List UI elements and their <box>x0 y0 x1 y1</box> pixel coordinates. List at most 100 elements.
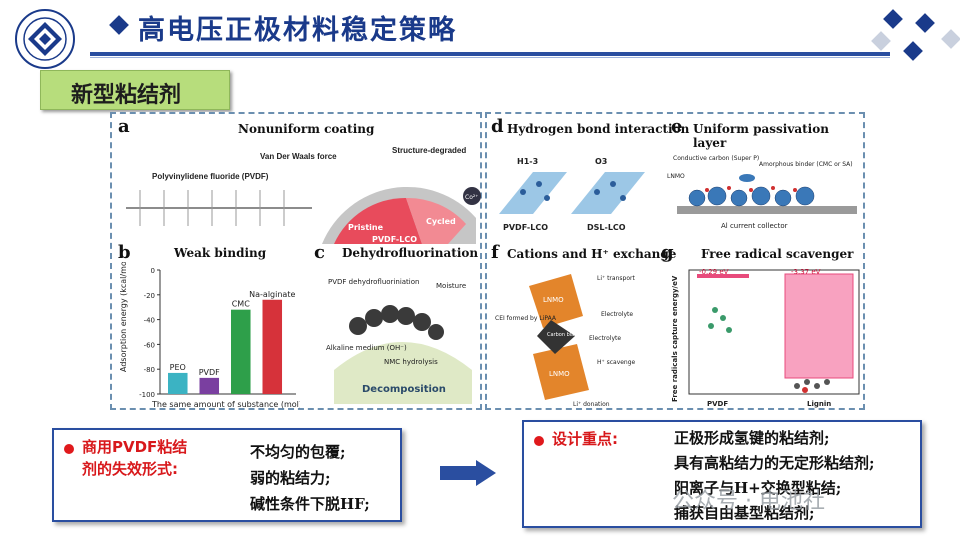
pvdf-coating-diagram: Pristine Cycled PVDF-LCO Co²⁺ <box>126 186 481 244</box>
watermark-text: 公众号 · 电池社 <box>672 489 825 514</box>
bullet-dot-icon <box>534 436 544 446</box>
subfig-g-label: g <box>661 242 674 263</box>
subfig-d-title: Hydrogen bond interaction <box>507 122 690 136</box>
e-lnmo: LNMO <box>667 173 685 180</box>
f-cei: CEI formed by LiPAA <box>495 315 557 322</box>
design-item: 具有高粘结力的无定形粘结剂; <box>674 454 875 472</box>
bar-peo <box>168 372 188 394</box>
c-text-5: Decomposition <box>362 384 446 395</box>
section-tab: 新型粘结剂 <box>40 70 230 110</box>
y-tick-label: -100 <box>139 391 155 399</box>
decor-diamond-icon <box>903 41 923 61</box>
f-carbon: Carbon black (CB) <box>547 332 592 338</box>
failure-heading-line1: 商用PVDF粘结 <box>82 438 188 456</box>
y-tick-label: -80 <box>144 366 155 374</box>
y-tick-label: -40 <box>144 317 155 325</box>
subfig-a-title: Nonuniform coating <box>238 122 375 136</box>
g-v1: -0.29 eV <box>699 268 729 276</box>
hydrogen-bond-diagram: H1-3 O3 PVDF-LCO DSL-LCO <box>499 157 645 232</box>
failure-item: 不均匀的包覆; <box>250 443 346 461</box>
f-ld: Li⁺ donation <box>573 401 610 408</box>
title-divider <box>90 52 890 56</box>
subfig-b-title: Weak binding <box>174 246 267 260</box>
g-x2: Lignin <box>807 400 831 408</box>
e-cc: Conductive carbon (Super P) <box>673 155 759 162</box>
f-lnmo2: LNMO <box>549 370 570 378</box>
d-o3: O3 <box>595 157 607 166</box>
f-lnmo1: LNMO <box>543 296 564 304</box>
title-bullet-icon <box>109 15 129 35</box>
subfig-a-label: a <box>118 116 130 137</box>
bar-pvdf <box>199 377 220 394</box>
g-ylabel: Free radicals capture energy/eV <box>671 275 679 402</box>
c-text-1: PVDF dehydrofluoriniation <box>328 278 419 286</box>
failure-modes-box: 商用PVDF粘结 剂的失效形式: 不均匀的包覆; 弱的粘结力; 碱性条件下脱HF… <box>52 428 402 522</box>
section-label: 新型粘结剂 <box>71 83 182 108</box>
subfig-d-label: d <box>491 116 504 137</box>
co-text: Co²⁺ <box>465 194 478 201</box>
decor-diamond-icon <box>915 13 935 33</box>
design-focus-box: 设计重点: 正极形成氢键的粘结剂; 具有高粘结力的无定形粘结剂; 阳离子与H+交… <box>522 420 922 528</box>
chart-x-label: The same amount of substance (mol) <box>151 400 300 409</box>
subfig-b-label: b <box>118 242 131 263</box>
subfig-f-label: f <box>491 242 499 263</box>
bar-label: PVDF <box>199 368 220 377</box>
bar-na-alginate <box>262 299 283 394</box>
label-pvdf: Polyvinylidene fluoride (PVDF) <box>152 172 269 181</box>
e-ab: Amorphous binder (CMC or SA) <box>759 161 853 168</box>
figure-panel-left: a Nonuniform coating Van Der Waals force… <box>110 112 482 410</box>
design-item: 正极形成氢键的粘结剂; <box>674 429 830 447</box>
f-hs: H⁺ scavenge <box>597 359 636 366</box>
decor-diamond-icon <box>871 31 891 51</box>
d-pvdflco: PVDF-LCO <box>503 223 548 232</box>
bullet-dot-icon <box>64 444 74 454</box>
chart-y-label: Adsorption energy (kcal/mol) <box>119 262 128 372</box>
subfig-f-title: Cations and H⁺ exchange <box>507 247 677 261</box>
design-item: 捕获自由基型粘结剂; <box>674 504 815 522</box>
subfig-c-title: Dehydrofluorination <box>342 246 479 260</box>
c-text-2: Moisture <box>436 282 466 290</box>
bar-label: Na-alginate <box>249 290 295 299</box>
passivation-layer-diagram: Conductive carbon (Super P) LNMO Amorpho… <box>667 155 857 230</box>
figure-panel-right: d Hydrogen bond interaction H1-3 O3 PVDF… <box>485 112 865 410</box>
subfig-g-title: Free radical scavenger <box>701 247 854 261</box>
d-h13: H1-3 <box>517 157 538 166</box>
f-li: Li⁺ transport <box>597 275 635 282</box>
label-vdw: Van Der Waals force <box>260 152 337 161</box>
bar-label: CMC <box>232 300 250 309</box>
y-tick-label: -60 <box>144 341 155 349</box>
f-ele1: Electrolyte <box>601 311 633 318</box>
dehydrofluorination-diagram: PVDF dehydrofluoriniation Moisture Alkal… <box>326 278 472 404</box>
failure-heading-line2: 剂的失效形式: <box>82 460 178 478</box>
decor-diamond-icon <box>941 29 960 49</box>
c-text-3: Alkaline medium (OH⁻) <box>326 344 407 352</box>
radical-capture-chart: Free radicals capture energy/eV -0.29 eV… <box>671 268 860 408</box>
c-text-4: NMC hydrolysis <box>384 358 438 366</box>
right-arrow-icon <box>440 460 496 486</box>
g-v2: -3.37 eV <box>791 268 821 276</box>
label-structure: Structure-degraded <box>392 146 467 155</box>
bar-label: PEO <box>170 363 186 372</box>
design-heading: 设计重点: <box>552 430 618 448</box>
pvdflco-text: PVDF-LCO <box>372 235 417 244</box>
university-logo <box>15 9 75 69</box>
failure-item: 弱的粘结力; <box>250 469 331 487</box>
subfig-e-label: e <box>671 116 683 137</box>
adsorption-energy-chart: Adsorption energy (kcal/mol) -100 -80 -60 -… <box>119 262 300 409</box>
f-ele2: Electrolyte <box>589 335 621 342</box>
cation-exchange-diagram: LNMO LNMO Li⁺ transport CEI formed by Li… <box>495 274 636 408</box>
failure-item: 碱性条件下脱HF; <box>250 495 370 513</box>
y-tick-label: -20 <box>144 292 155 300</box>
subfig-c-label: c <box>314 242 325 263</box>
d-dsllco: DSL-LCO <box>587 223 626 232</box>
title-divider-thin <box>90 57 890 58</box>
e-al: Al current collector <box>721 222 788 230</box>
bar-cmc <box>231 309 251 394</box>
cycled-text: Cycled <box>426 217 456 226</box>
page-title: 高电压正极材料稳定策略 <box>138 15 457 46</box>
y-tick-label: 0 <box>151 267 155 275</box>
pristine-text: Pristine <box>348 223 384 232</box>
g-x1: PVDF <box>707 400 728 408</box>
decor-diamond-icon <box>883 9 903 29</box>
design-item: 阳离子与H+交换型粘结; <box>674 479 842 497</box>
